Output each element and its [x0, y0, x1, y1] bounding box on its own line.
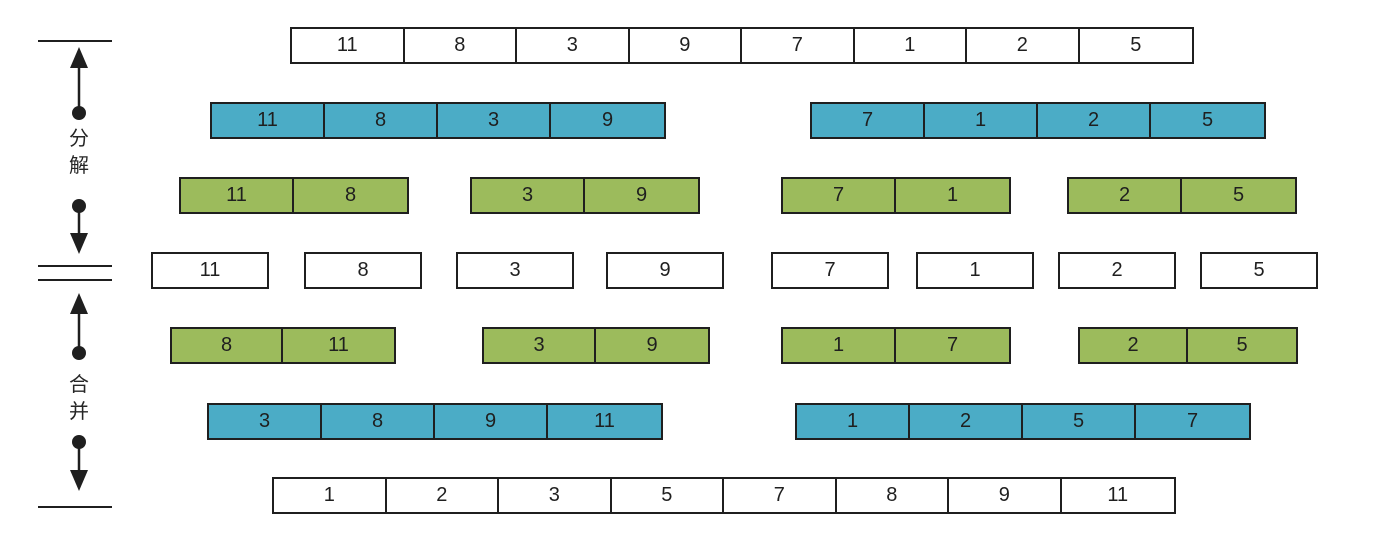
array-cell: 5: [1130, 34, 1142, 56]
array-cell: 7: [783, 179, 896, 212]
array-cell: 7: [824, 259, 836, 281]
array-cell: 11: [1107, 484, 1129, 506]
array-cell: 1: [274, 479, 387, 512]
merge-down-arrowhead: [70, 470, 88, 491]
array-cell: 9: [630, 29, 742, 62]
array-cell: 9: [659, 259, 671, 281]
array-cell: 8: [344, 184, 357, 206]
array-cell: 1: [925, 104, 1038, 137]
decompose-phase-label: 分解: [69, 128, 89, 177]
array-cell: 3: [209, 405, 322, 438]
array-group-single-9: 9: [606, 252, 724, 289]
array-cell: 3: [472, 179, 585, 212]
array-group-single-3: 3: [456, 252, 574, 289]
array-cell: 11: [328, 334, 349, 356]
array-cell: 7: [724, 479, 837, 512]
flow-axis: [38, 40, 112, 508]
array-cell: 8: [322, 405, 435, 438]
array-group-single-8: 8: [304, 252, 422, 289]
array-cell: 2: [1111, 259, 1123, 281]
merge-phase-label: 合并: [69, 374, 89, 423]
merge-top-dot: [72, 346, 86, 360]
array-cell: 11: [212, 104, 325, 137]
array-cell: 3: [509, 259, 521, 281]
array-cell: 2: [1038, 104, 1151, 137]
array-cell: 2: [967, 29, 1080, 62]
array-cell: 8: [172, 329, 283, 362]
array-cell: 3: [517, 29, 630, 62]
array-group-single-5: 5: [1200, 252, 1318, 289]
array-cell: 11: [292, 29, 405, 62]
array-group-single-7: 7: [771, 252, 889, 289]
array-cell: 5: [1236, 334, 1248, 356]
decompose-up-arrowhead: [70, 47, 88, 68]
array-cell: 2: [1069, 179, 1182, 212]
array-cell: 9: [601, 109, 614, 131]
array-cell: 9: [646, 334, 658, 356]
array-cell: 3: [484, 329, 596, 362]
array-cell: 11: [181, 179, 294, 212]
array-cell: 7: [1186, 410, 1199, 432]
decompose-top-dot: [72, 106, 86, 120]
array-cell: 1: [797, 405, 910, 438]
array-cell: 7: [812, 104, 925, 137]
array-cell: 2: [1080, 329, 1188, 362]
array-group-pair-1: 11 8: [179, 177, 409, 214]
array-cell: 11: [199, 259, 221, 281]
array-cell: 5: [1232, 184, 1245, 206]
decompose-down-arrowhead: [70, 233, 88, 254]
array-cell: 3: [438, 104, 551, 137]
array-cell: 1: [969, 259, 981, 281]
array-group-single-1: 1: [916, 252, 1034, 289]
array-cell: 5: [1023, 405, 1136, 438]
array-cell: 9: [435, 405, 548, 438]
array-group-merged-pair-1: 8 11: [170, 327, 396, 364]
array-cell: 11: [594, 410, 615, 432]
array-cell: 8: [837, 479, 949, 512]
array-cell: 5: [1201, 109, 1214, 131]
array-group-single-2: 2: [1058, 252, 1176, 289]
array-cell: 8: [357, 259, 369, 281]
array-cell: 3: [499, 479, 612, 512]
array-cell: 8: [325, 104, 438, 137]
array-cell: 5: [1253, 259, 1265, 281]
merge-up-arrowhead: [70, 293, 88, 314]
array-cell: 9: [949, 479, 1062, 512]
array-cell: 1: [946, 184, 959, 206]
array-cell: 2: [387, 479, 499, 512]
array-cell: 8: [405, 29, 517, 62]
array-cell: 7: [742, 29, 855, 62]
array-cell: 7: [946, 334, 959, 356]
array-cell: 5: [612, 479, 724, 512]
array-group-single-11: 11: [151, 252, 269, 289]
array-cell: 2: [910, 405, 1023, 438]
array-cell: 1: [783, 329, 896, 362]
array-cell: 1: [855, 29, 967, 62]
array-cell: 9: [635, 184, 648, 206]
